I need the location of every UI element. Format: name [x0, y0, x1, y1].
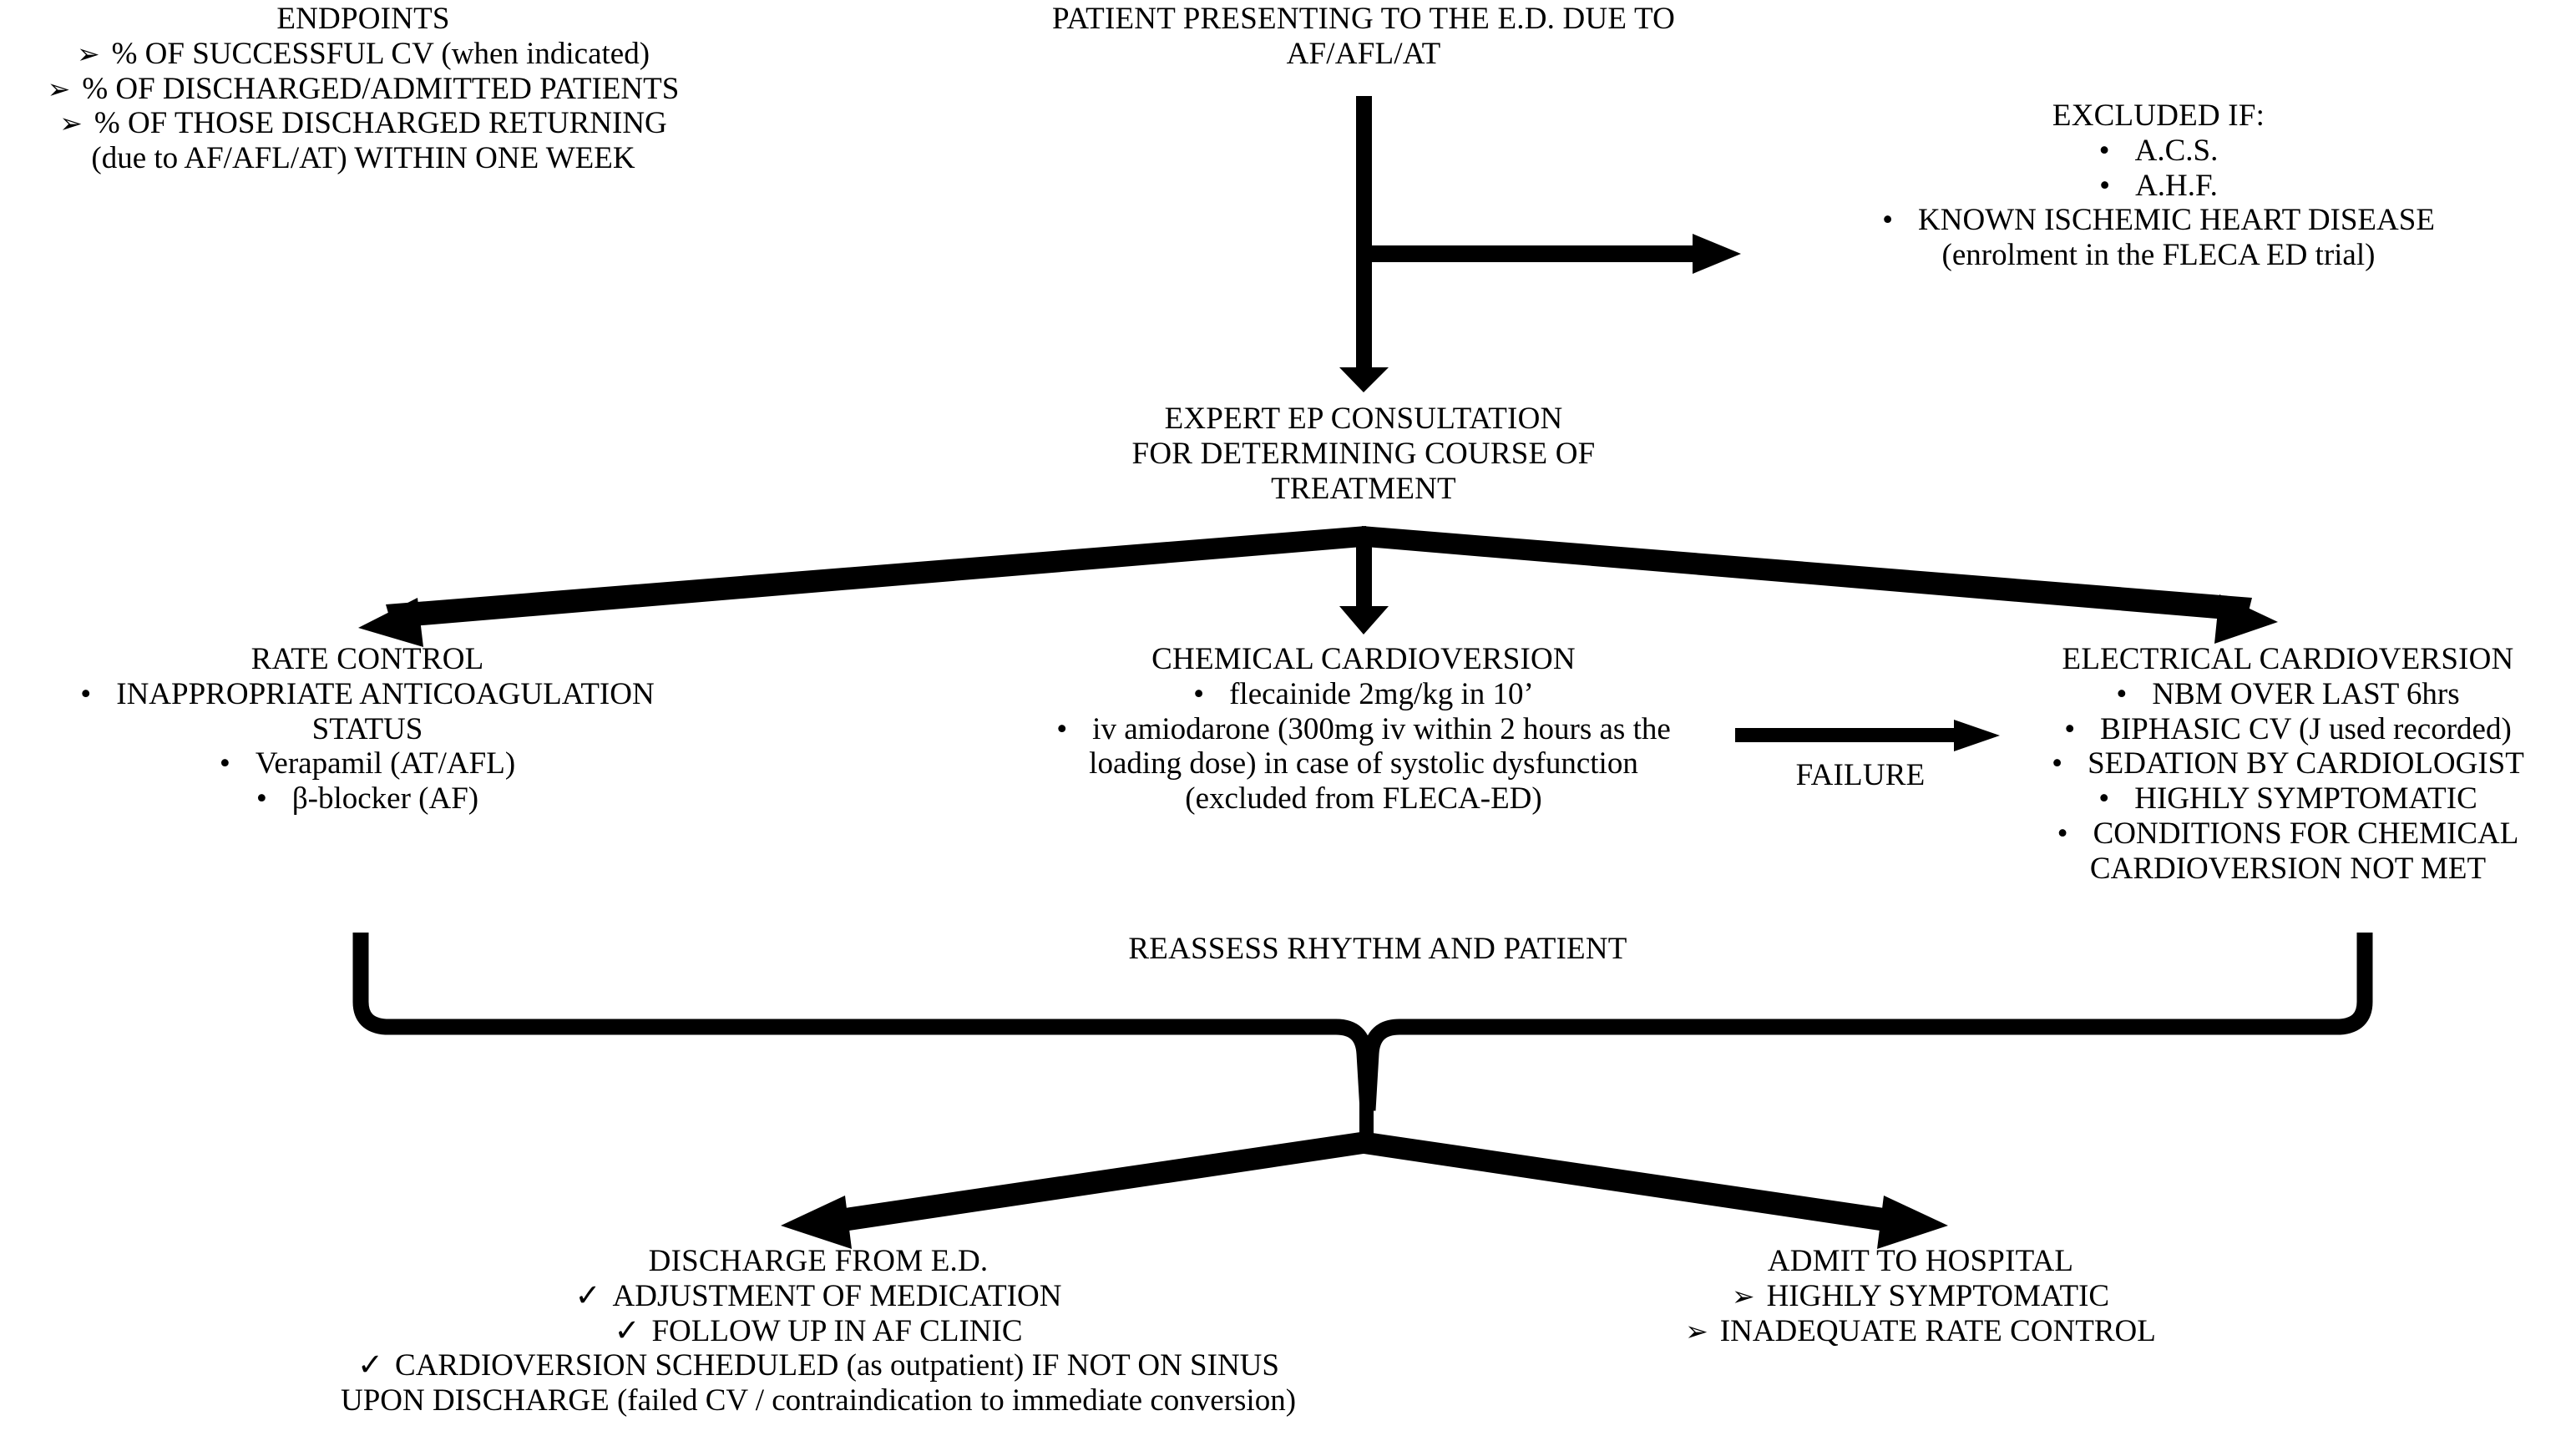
admit-item: INADEQUATE RATE CONTROL	[1587, 1314, 2255, 1349]
endpoints-item: % OF SUCCESSFUL CV (when indicated)	[0, 37, 726, 72]
exclusion-branch-arrowhead	[1693, 234, 1741, 274]
endpoints-item: % OF DISCHARGED/ADMITTED PATIENTS	[0, 72, 726, 107]
trunk-arrowhead	[1339, 367, 1389, 392]
chemical-cardioversion-item: flecainide 2mg/kg in 10’	[942, 677, 1785, 712]
admit-title: ADMIT TO HOSPITAL	[1767, 1244, 2074, 1278]
admit-item: HIGHLY SYMPTOMATIC	[1587, 1279, 2255, 1314]
failure-label: FAILURE	[1735, 758, 1986, 793]
discharge-item: FOLLOW UP IN AF CLINIC	[234, 1314, 1403, 1349]
split-left-arrowhead	[358, 598, 423, 647]
electrical-cardioversion-title: ELECTRICAL CARDIOVERSION	[2062, 642, 2514, 676]
rate-control-item: β-blocker (AF)	[0, 781, 735, 817]
endpoints-item-continued: (due to AF/AFL/AT) WITHIN ONE WEEK	[91, 141, 635, 176]
bottom-left-arrowhead	[781, 1196, 852, 1249]
reassess-label: REASSESS RHYTHM AND PATIENT	[835, 932, 1921, 967]
entry-line-2: AF/AFL/AT	[1286, 36, 1441, 71]
discharge-item: ADJUSTMENT OF MEDICATION	[234, 1279, 1403, 1314]
split-left-line	[386, 526, 1372, 628]
electrical-cardioversion-item: HIGHLY SYMPTOMATIC	[2000, 781, 2576, 817]
chemical-cardioversion-item-continued: (excluded from FLECA-ED)	[1185, 781, 1542, 817]
exclusion-note: (enrolment in the FLECA ED trial)	[1941, 238, 2376, 273]
failure-label-text: FAILURE	[1795, 758, 1926, 792]
rate-control-item: INAPPROPRIATE ANTICOAGULATION	[0, 677, 735, 712]
bottom-right-arrowhead	[1877, 1196, 1948, 1249]
chemical-cardioversion-item-continued: loading dose) in case of systolic dysfun…	[1089, 746, 1638, 781]
split-right-line	[1356, 526, 2252, 621]
chemical-cardioversion-title: CHEMICAL CARDIOVERSION	[1151, 642, 1576, 676]
chemical-cardioversion-item: iv amiodarone (300mg iv within 2 hours a…	[942, 712, 1785, 747]
exclusion-item: A.C.S.	[1741, 134, 2576, 169]
discharge-block: DISCHARGE FROM E.D. ADJUSTMENT OF MEDICA…	[234, 1244, 1403, 1418]
exclusion-block: EXCLUDED IF: A.C.S. A.H.F. KNOWN ISCHEMI…	[1741, 99, 2576, 273]
admit-block: ADMIT TO HOSPITAL HIGHLY SYMPTOMATIC INA…	[1587, 1244, 2255, 1348]
failure-arrow-line	[1735, 728, 1961, 742]
electrical-cardioversion-item: NBM OVER LAST 6hrs	[2000, 677, 2576, 712]
entry-node: PATIENT PRESENTING TO THE E.D. DUE TO AF…	[888, 2, 1840, 72]
consultation-line-2: FOR DETERMINING COURSE OF	[1131, 436, 1596, 471]
rate-control-item-continued: STATUS	[311, 711, 423, 746]
exclusion-item: A.H.F.	[1741, 169, 2576, 204]
discharge-item-continued: UPON DISCHARGE (failed CV / contraindica…	[340, 1383, 1297, 1418]
split-center-line	[1356, 529, 1372, 621]
reassess-label-text: REASSESS RHYTHM AND PATIENT	[1128, 932, 1627, 966]
rate-control-block: RATE CONTROL INAPPROPRIATE ANTICOAGULATI…	[0, 642, 735, 817]
exclusion-branch-line	[1364, 245, 1698, 262]
electrical-cardioversion-block: ELECTRICAL CARDIOVERSION NBM OVER LAST 6…	[2000, 642, 2576, 887]
discharge-title: DISCHARGE FROM E.D.	[648, 1244, 989, 1278]
endpoints-item: % OF THOSE DISCHARGED RETURNING	[0, 106, 726, 141]
endpoints-block: ENDPOINTS % OF SUCCESSFUL CV (when indic…	[0, 2, 726, 176]
rate-control-item: Verapamil (AT/AFL)	[0, 746, 735, 781]
discharge-item: CARDIOVERSION SCHEDULED (as outpatient) …	[234, 1348, 1403, 1383]
electrical-cardioversion-item: CONDITIONS FOR CHEMICAL	[2000, 817, 2576, 852]
failure-arrowhead	[1954, 720, 2000, 751]
entry-line-1: PATIENT PRESENTING TO THE E.D. DUE TO	[1051, 2, 1676, 36]
trunk-line	[1356, 96, 1372, 380]
consultation-node: EXPERT EP CONSULTATION FOR DETERMINING C…	[879, 402, 1848, 506]
bottom-right-line	[1353, 1131, 1912, 1234]
consultation-line-1: EXPERT EP CONSULTATION	[1164, 402, 1563, 436]
electrical-cardioversion-item: SEDATION BY CARDIOLOGIST	[2000, 746, 2576, 781]
chemical-cardioversion-block: CHEMICAL CARDIOVERSION flecainide 2mg/kg…	[942, 642, 1785, 817]
electrical-cardioversion-item: BIPHASIC CV (J used recorded)	[2000, 712, 2576, 747]
exclusion-item: KNOWN ISCHEMIC HEART DISEASE	[1741, 203, 2576, 238]
consultation-line-3: TREATMENT	[1271, 471, 1456, 506]
electrical-cardioversion-item-continued: CARDIOVERSION NOT MET	[2089, 851, 2487, 886]
endpoints-title: ENDPOINTS	[276, 2, 450, 36]
rate-control-title: RATE CONTROL	[251, 642, 484, 676]
split-right-arrowhead	[2214, 594, 2278, 644]
bottom-left-line	[817, 1131, 1374, 1234]
split-center-arrowhead	[1339, 606, 1389, 634]
exclusion-title: EXCLUDED IF:	[2052, 99, 2265, 133]
